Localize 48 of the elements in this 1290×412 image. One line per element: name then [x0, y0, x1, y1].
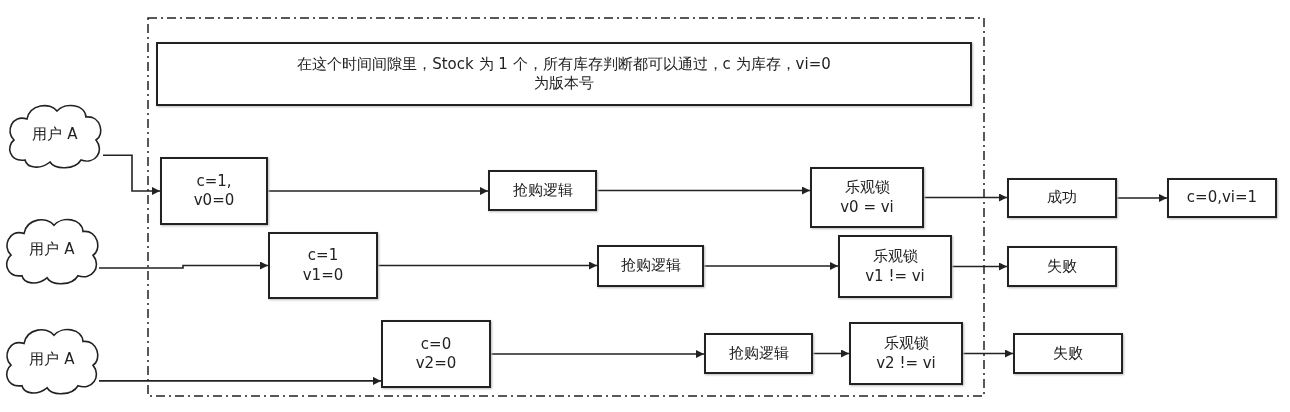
process-box — [597, 245, 704, 287]
box-label: v0 = vi — [840, 197, 894, 217]
process-box — [1007, 246, 1117, 287]
process-box — [1167, 178, 1277, 218]
process-box — [704, 333, 813, 374]
arrow — [98, 376, 382, 385]
box-label: 抢购逻辑 — [728, 343, 789, 364]
arrow — [703, 262, 839, 270]
box-label: 乐观锁 — [883, 334, 929, 354]
process-box — [1013, 333, 1123, 374]
box-label: 用户 A — [29, 240, 75, 260]
process-box — [838, 235, 952, 298]
arrow — [98, 261, 269, 270]
process-box — [810, 167, 924, 228]
box-label: 失败 — [1047, 256, 1077, 277]
box-label: 成功 — [1047, 188, 1077, 208]
box-label: c=1 v1=0 — [301, 246, 345, 285]
process-box — [268, 232, 378, 299]
process-box — [381, 320, 491, 388]
arrow — [267, 187, 489, 195]
box-label: 用户 A — [32, 125, 78, 145]
box-label: 乐观锁 — [844, 178, 890, 198]
box-label: 失败 — [1053, 343, 1083, 364]
arrow — [951, 262, 1008, 271]
process-box — [1007, 178, 1117, 218]
box-label: v1 != vi — [865, 266, 925, 286]
arrow — [812, 349, 850, 358]
box-label: c=0,vi=1 — [1186, 188, 1258, 208]
arrow — [596, 186, 811, 195]
dash-dot-frame — [147, 17, 985, 397]
arrow — [490, 350, 705, 358]
box-label: v2 != vi — [876, 353, 936, 373]
box-label: 抢购逻辑 — [512, 180, 573, 201]
arrow — [102, 154, 161, 195]
box-label: 乐观锁 — [872, 247, 918, 267]
box-label: 抢购逻辑 — [620, 256, 681, 276]
arrow — [962, 349, 1014, 358]
box-label: 用户 A — [29, 350, 75, 370]
process-box — [488, 170, 597, 211]
arrow — [377, 261, 598, 270]
note-box — [156, 42, 972, 106]
arrow — [923, 193, 1008, 202]
arrow — [1116, 194, 1168, 202]
box-label: c=1, v0=0 — [192, 171, 236, 211]
box-label: 在这个时间间隙里，Stock 为 1 个，所有库存判断都可以通过，c 为库存，vi=0 为版本号 — [296, 54, 832, 94]
box-label: c=0 v2=0 — [414, 334, 458, 374]
process-box — [849, 322, 963, 385]
process-box — [160, 157, 268, 225]
